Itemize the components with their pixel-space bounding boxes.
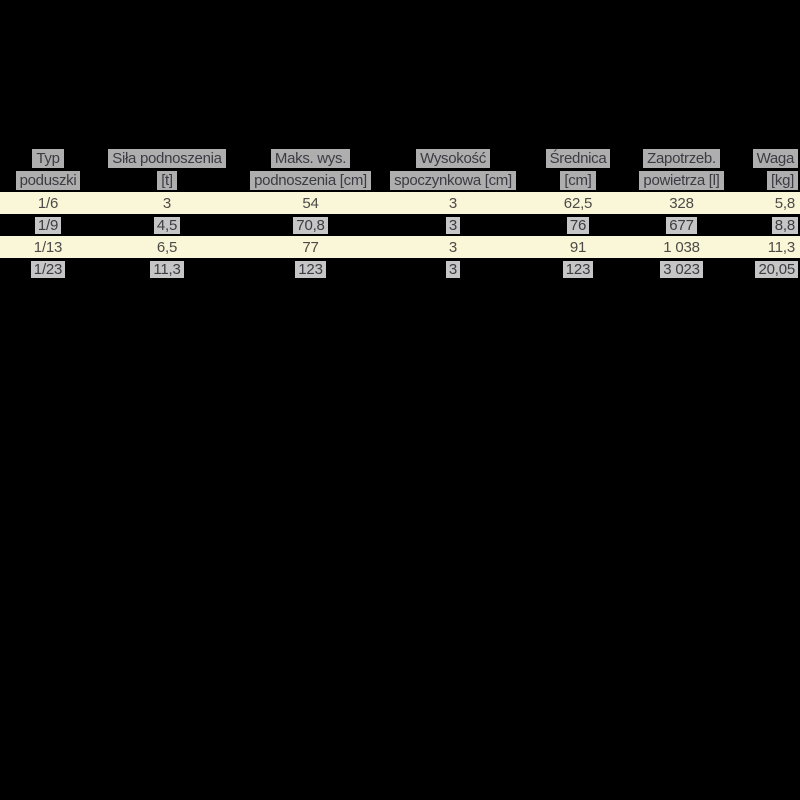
header-label: Maks. wys. bbox=[270, 149, 351, 169]
header-label: Waga bbox=[752, 149, 798, 169]
cell-typ: 1/23 bbox=[0, 258, 96, 280]
cell-value: 77 bbox=[302, 238, 319, 256]
cell-value: 3 bbox=[162, 194, 172, 212]
header-label: Siła podnoszenia bbox=[108, 149, 226, 169]
header-label: poduszki bbox=[15, 171, 81, 191]
cell-value: 3 023 bbox=[660, 260, 703, 278]
cell-sila: 4,5 bbox=[96, 214, 238, 236]
cell-maks: 77 bbox=[238, 236, 383, 258]
cell-value: 1/9 bbox=[34, 216, 62, 234]
cell-waga: 20,05 bbox=[730, 258, 800, 280]
header-row: Typ poduszki Siła podnoszenia [t] Maks. … bbox=[0, 148, 800, 192]
header-label: Wysokość bbox=[416, 149, 490, 169]
table-row: 1/6 3 54 3 62,5 328 5,8 bbox=[0, 192, 800, 214]
cell-value: 8,8 bbox=[771, 216, 798, 234]
header-label: [kg] bbox=[767, 171, 798, 191]
column-header-srednica: Średnica [cm] bbox=[523, 148, 633, 192]
cell-value: 328 bbox=[669, 194, 694, 212]
table-row: 1/13 6,5 77 3 91 1 038 11,3 bbox=[0, 236, 800, 258]
cell-value: 3 bbox=[448, 238, 458, 256]
header-label: Typ bbox=[32, 149, 64, 169]
cell-wysokosc: 3 bbox=[383, 258, 523, 280]
cell-zapotrzeb: 677 bbox=[633, 214, 730, 236]
table-row: 1/9 4,5 70,8 3 76 677 8,8 bbox=[0, 214, 800, 236]
cell-value: 4,5 bbox=[153, 216, 181, 234]
cell-value: 123 bbox=[562, 260, 594, 278]
cell-srednica: 62,5 bbox=[523, 192, 633, 214]
cell-sila: 3 bbox=[96, 192, 238, 214]
cell-value: 76 bbox=[566, 216, 590, 234]
cell-value: 1/6 bbox=[37, 194, 59, 212]
header-label: Zapotrzeb. bbox=[643, 149, 720, 169]
cell-value: 3 bbox=[448, 194, 458, 212]
cell-maks: 54 bbox=[238, 192, 383, 214]
lifting-cushion-spec-table: Typ poduszki Siła podnoszenia [t] Maks. … bbox=[0, 148, 800, 280]
cell-value: 11,3 bbox=[767, 238, 795, 256]
cell-value: 1/23 bbox=[30, 260, 66, 278]
table-header: Typ poduszki Siła podnoszenia [t] Maks. … bbox=[0, 148, 800, 192]
cell-value: 3 bbox=[445, 260, 461, 278]
cell-value: 1 038 bbox=[663, 238, 700, 256]
header-label: podnoszenia [cm] bbox=[250, 171, 371, 191]
cell-sila: 6,5 bbox=[96, 236, 238, 258]
header-label: powietrza [l] bbox=[639, 171, 724, 191]
cell-typ: 1/9 bbox=[0, 214, 96, 236]
cell-wysokosc: 3 bbox=[383, 214, 523, 236]
table-body: 1/6 3 54 3 62,5 328 5,8 1/9 4,5 70,8 3 7… bbox=[0, 192, 800, 280]
cell-srednica: 123 bbox=[523, 258, 633, 280]
cell-maks: 123 bbox=[238, 258, 383, 280]
cell-value: 11,3 bbox=[150, 260, 184, 278]
header-label: Średnica bbox=[545, 149, 611, 169]
cell-typ: 1/6 bbox=[0, 192, 96, 214]
column-header-waga: Waga [kg] bbox=[730, 148, 800, 192]
cell-value: 1/13 bbox=[33, 238, 63, 256]
cell-maks: 70,8 bbox=[238, 214, 383, 236]
column-header-wysokosc-spoczynkowa: Wysokość spoczynkowa [cm] bbox=[383, 148, 523, 192]
cell-value: 5,8 bbox=[774, 194, 795, 212]
cell-wysokosc: 3 bbox=[383, 192, 523, 214]
cell-value: 91 bbox=[569, 238, 587, 256]
cell-value: 62,5 bbox=[563, 194, 593, 212]
cell-value: 6,5 bbox=[156, 238, 178, 256]
cell-waga: 8,8 bbox=[730, 214, 800, 236]
cell-value: 70,8 bbox=[293, 216, 328, 234]
cell-zapotrzeb: 3 023 bbox=[633, 258, 730, 280]
cell-value: 677 bbox=[666, 216, 697, 234]
cell-srednica: 76 bbox=[523, 214, 633, 236]
cell-zapotrzeb: 328 bbox=[633, 192, 730, 214]
cell-value: 20,05 bbox=[755, 260, 798, 278]
table-row: 1/23 11,3 123 3 123 3 023 20,05 bbox=[0, 258, 800, 280]
cell-value: 123 bbox=[295, 260, 326, 278]
cell-typ: 1/13 bbox=[0, 236, 96, 258]
cell-waga: 11,3 bbox=[730, 236, 800, 258]
cell-wysokosc: 3 bbox=[383, 236, 523, 258]
cell-waga: 5,8 bbox=[730, 192, 800, 214]
column-header-zapotrzebowanie-powietrza: Zapotrzeb. powietrza [l] bbox=[633, 148, 730, 192]
cell-srednica: 91 bbox=[523, 236, 633, 258]
header-label: [cm] bbox=[560, 171, 596, 191]
column-header-sila-podnoszenia: Siła podnoszenia [t] bbox=[96, 148, 238, 192]
header-label: [t] bbox=[157, 171, 177, 191]
header-label: spoczynkowa [cm] bbox=[390, 171, 516, 191]
cell-zapotrzeb: 1 038 bbox=[633, 236, 730, 258]
column-header-maks-wys-podnoszenia: Maks. wys. podnoszenia [cm] bbox=[238, 148, 383, 192]
cell-value: 54 bbox=[302, 194, 319, 212]
column-header-typ: Typ poduszki bbox=[0, 148, 96, 192]
cell-value: 3 bbox=[445, 216, 461, 234]
cell-sila: 11,3 bbox=[96, 258, 238, 280]
